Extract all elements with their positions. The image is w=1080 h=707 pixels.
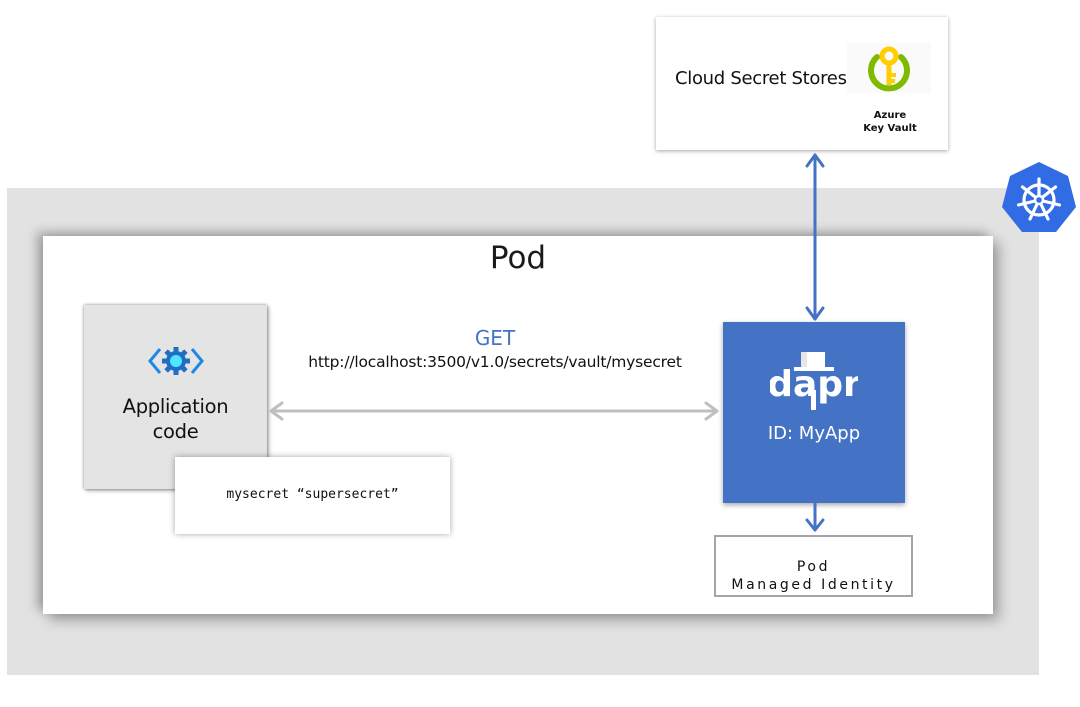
azure-key-vault-label-line2: Key Vault — [863, 123, 917, 134]
secret-value-box — [175, 457, 450, 534]
managed-identity-label: Pod Managed Identity — [714, 558, 913, 594]
azure-key-vault-label: Azure Key Vault — [830, 109, 950, 135]
http-method-label: GET — [474, 326, 516, 350]
pod-title: Pod — [489, 240, 547, 276]
dapr-logo-text: dapr — [770, 364, 858, 405]
secret-value-text: mysecret “supersecret” — [226, 487, 399, 502]
azure-key-vault-label-line1: Azure — [873, 110, 907, 121]
cloud-secret-stores-label: Cloud Secret Stores — [675, 68, 847, 89]
application-code-label-line2: code — [152, 420, 199, 443]
application-code-label-line1: Application — [122, 395, 229, 418]
app-code-gear-icon — [148, 347, 204, 375]
kubernetes-icon — [1002, 162, 1076, 232]
application-code-label: Application code — [84, 394, 267, 444]
managed-identity-label-line1: Pod — [796, 559, 831, 575]
request-url-label: http://localhost:3500/v1.0/secrets/vault… — [308, 353, 682, 371]
managed-identity-box — [714, 535, 913, 597]
azure-key-vault-icon — [847, 43, 931, 93]
dapr-app-id: ID: MyApp — [767, 423, 861, 444]
dapr-logo-icon: dapr — [770, 352, 858, 410]
managed-identity-label-line2: Managed Identity — [731, 577, 896, 593]
